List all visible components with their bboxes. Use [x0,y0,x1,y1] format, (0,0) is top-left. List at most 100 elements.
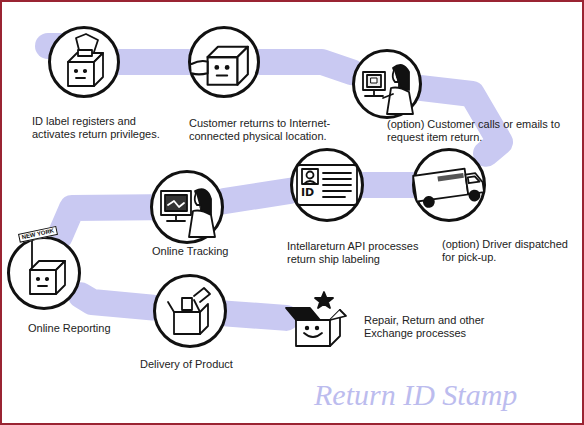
drawing-stroke [215,66,218,69]
step-caption: Intellareturn API processes return ship … [287,240,437,266]
circle-outline [153,274,227,348]
circle-outline [48,26,120,98]
drawing-stroke [208,47,248,57]
drawing-stroke [371,78,377,83]
flow-band [227,314,286,318]
step-caption: ID label registers and activates return … [32,115,172,141]
drawing-stroke [75,70,77,72]
flow-band [120,49,188,75]
step-caption: Delivery of Product [140,358,260,371]
drawing-stroke [31,238,33,268]
drawing-stroke [189,211,215,238]
drawing-stroke [37,278,39,280]
drawing-stroke [174,312,200,334]
drawing-stroke [365,90,383,96]
drawing-stroke [468,176,480,183]
drawing-stroke [78,50,92,56]
drawing-stroke [315,292,333,308]
circle-outline [150,170,224,244]
open-box-star-icon [286,292,346,346]
circle-outline [190,28,259,97]
drawing-stroke [226,66,229,69]
drawing-stroke [330,310,346,320]
drawing-stroke [363,72,385,90]
drawing-stroke [30,261,65,270]
box-with-label-icon [68,34,103,86]
drawing-stroke [30,270,56,294]
drawing-stroke [167,215,185,221]
drawing-stroke [387,88,413,115]
drawing-stroke [56,261,65,294]
drawing-stroke [238,47,248,85]
circle-outline [152,172,223,243]
drawing-stroke [208,57,238,85]
step-circle: Customer returns to Internet-connected p… [188,26,260,98]
person-monitor-icon [161,189,215,237]
step-caption: (option) Driver dispatched for pick-up. [442,238,572,264]
drawing-stroke [304,181,316,184]
step-circle: Online Reporting [7,236,81,310]
step-caption: (option) Customer calls or emails to req… [387,118,562,144]
drawing-stroke [84,70,86,72]
drawing-stroke [161,191,191,215]
id-card-icon [297,165,357,205]
drawing-stroke [200,304,208,334]
step-circle: (option) Driver dispatched for pick-up. [412,148,486,222]
flow-band [60,207,150,236]
drawing-stroke [413,169,468,202]
van-icon [413,166,485,208]
drawing-stroke [68,53,103,62]
circle-outline [354,51,421,118]
drawing-stroke [165,195,187,211]
drawing-stroke [195,193,201,211]
drawing-stroke [316,327,319,330]
drawing-stroke [393,70,399,88]
drawing-stroke [393,65,409,90]
box-signpost-icon [30,238,65,294]
drawing-stroke [76,77,85,79]
step-circle: Delivery of Product [153,274,227,348]
circle-outline [414,150,485,221]
flow-band [260,62,352,72]
step-caption: Online Tracking [152,245,262,258]
drawing-stroke [302,169,318,184]
step-icon: Repair, Return and other Exchange proces… [286,290,346,350]
drawing-stroke [217,74,227,76]
step-caption: Online Reporting [28,322,138,335]
drawing-stroke [304,333,322,337]
drawing-stroke [168,201,184,207]
drawing-stroke [68,62,94,86]
drawing-stroke [307,172,314,179]
drawing-stroke [195,189,211,219]
drawing-stroke [367,75,381,87]
drawing-stroke [94,53,103,86]
step-circle: Intellareturn API processes return ship … [290,148,364,222]
flow-band [364,172,412,198]
drawing-stroke [423,196,434,207]
circle-outline [155,276,226,347]
step-circle: (option) Customer calls or emails to req… [352,49,422,119]
circle-outline [7,236,81,310]
drawing-stroke [330,310,340,346]
circle-outline [50,28,119,97]
drawing-stroke [469,190,480,201]
drawing-stroke [168,300,200,312]
circle-outline [412,148,486,222]
watermark: Return ID Stamp [314,378,517,412]
drawing-stroke [30,34,485,346]
drawing-stroke [296,320,330,346]
drawing-stroke [192,61,208,74]
drawing-stroke [38,285,47,287]
drawing-stroke [437,173,463,182]
unpacking-box-icon [168,288,210,334]
drawing-stroke [383,94,393,98]
drawing-stroke [306,327,309,330]
drawing-stroke [297,165,357,205]
circle-outline [188,26,260,98]
drawing-stroke [194,288,210,302]
circle-outline [352,49,422,119]
step-circle: Online Tracking [150,170,224,244]
step-circle: ID label registers and activates return … [48,26,120,98]
